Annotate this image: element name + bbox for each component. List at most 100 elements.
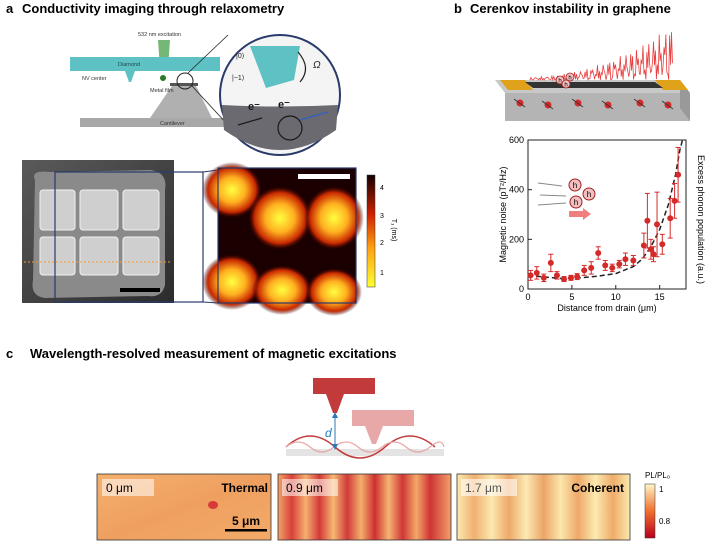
panel-a-title: Conductivity imaging through relaxometry xyxy=(22,1,285,16)
mid-distance: 0.9 μm xyxy=(286,481,323,495)
pl-colorbar-label: PL/PL₀ xyxy=(645,471,670,480)
sem-squares xyxy=(39,189,160,276)
t1-colorbar-label: T₁ (ms) xyxy=(390,219,397,242)
t1-scalebar xyxy=(298,174,350,179)
diamond-label: Diamond xyxy=(118,62,140,68)
omega-arrow xyxy=(297,51,307,83)
t1-map-frame xyxy=(217,167,357,304)
substrate xyxy=(286,449,444,456)
t1-tick-4: 4 xyxy=(380,185,384,192)
t1-tick-1: 1 xyxy=(380,270,384,277)
phonon-inset-label-2: h xyxy=(587,190,591,199)
scalebar xyxy=(225,529,267,532)
x-tick-label: 0 xyxy=(525,292,530,302)
device-phonon xyxy=(555,75,565,85)
sem-film xyxy=(32,170,166,298)
data-point xyxy=(630,257,637,264)
data-point xyxy=(602,262,609,269)
tip-2 xyxy=(365,426,383,444)
noise-trace xyxy=(529,32,673,82)
panel-b-title: Cerenkov instability in graphene xyxy=(470,1,671,16)
t1-tick-2: 2 xyxy=(380,240,384,247)
scatter-arrow-1 xyxy=(237,117,263,126)
nv-tip xyxy=(125,71,135,82)
data-point xyxy=(675,171,682,178)
pl-image-mid: 0.9 μm xyxy=(277,473,452,541)
data-point xyxy=(574,273,581,280)
zoom-circle-small xyxy=(176,72,194,90)
sem-zoom-box xyxy=(54,171,204,303)
scatter-arrow-2 xyxy=(299,111,329,121)
pl-image-coherent: 1.7 μm Coherent xyxy=(456,473,631,541)
spin-wave-2 xyxy=(285,441,445,453)
data-point xyxy=(654,221,661,228)
data-point xyxy=(659,241,666,248)
cantilever xyxy=(80,118,230,127)
nv-spot xyxy=(160,75,166,81)
data-point xyxy=(671,197,678,204)
device-phonon xyxy=(561,79,571,89)
device-phonon-label: h xyxy=(568,76,571,82)
y-axis-label: Magnetic noise (pT²/Hz) xyxy=(498,166,508,262)
data-point xyxy=(581,267,588,274)
cantilever-label: Cantilever xyxy=(160,121,185,127)
y-tick-label: 200 xyxy=(509,234,524,244)
relaxometry-schematic: 532 nm excitation Diamond NV center Meta… xyxy=(70,32,341,156)
phonon-arrow xyxy=(569,208,591,220)
x-axis-label: Distance from drain (μm) xyxy=(557,303,656,313)
charge-spin xyxy=(571,98,584,108)
data-point xyxy=(595,249,602,256)
charge-spin xyxy=(541,100,554,110)
omega-label: Ω xyxy=(313,60,321,71)
electron-orbit xyxy=(277,115,303,141)
nv-zoom xyxy=(250,46,300,88)
contact-left-top xyxy=(500,80,533,90)
sem-image xyxy=(22,160,219,304)
x-tick-label: 5 xyxy=(569,292,574,302)
data-point xyxy=(547,259,554,266)
t1-map: 4 3 2 1 T₁ (ms) xyxy=(202,162,397,316)
data-point xyxy=(650,251,657,258)
electron-label-1: e⁻ xyxy=(248,101,260,113)
contact-right-top xyxy=(655,80,688,90)
pl-tick-1: 1 xyxy=(659,485,664,494)
thermal-distance: 0 μm xyxy=(106,481,133,495)
phonon-inset-label-1: h xyxy=(573,181,577,190)
y-tick-label: 600 xyxy=(509,135,524,145)
data-point xyxy=(540,274,547,281)
data-point xyxy=(667,215,674,222)
data-point xyxy=(527,272,534,279)
chart-frame xyxy=(527,139,687,290)
device-charges xyxy=(513,98,674,110)
device-phonon-label: h xyxy=(564,83,567,89)
x-tick-label: 15 xyxy=(655,292,665,302)
nv-center-label: NV center xyxy=(82,76,107,82)
phonon-inset: h h h xyxy=(537,178,596,220)
x-tick-label: 10 xyxy=(611,292,621,302)
diamond-slab xyxy=(70,57,220,71)
pl-colorbar: PL/PL₀ 1 0.8 xyxy=(644,471,671,539)
data-point xyxy=(533,269,540,276)
panel-c-letter: c xyxy=(6,346,13,361)
distance-arrow-head-top xyxy=(332,412,338,418)
data-point xyxy=(588,264,595,271)
charge-spin xyxy=(601,100,614,110)
charge-spin xyxy=(633,98,646,108)
y-tick-label: 0 xyxy=(519,284,524,294)
graphene-sheet xyxy=(525,82,663,88)
thermal-distance-box xyxy=(102,479,154,496)
metal-film-label: Metal film xyxy=(150,88,174,94)
metal-film xyxy=(170,83,198,86)
data-point xyxy=(609,264,616,271)
tip-2-cantilever xyxy=(352,410,414,426)
tip-1 xyxy=(326,394,344,413)
distance-arrow-head-bottom xyxy=(332,444,338,450)
data-point xyxy=(568,274,575,281)
spin-wave-1 xyxy=(285,435,436,459)
phonon-inset-label-3: h xyxy=(574,198,578,207)
state-m1-label: |−1⟩ xyxy=(232,74,245,82)
